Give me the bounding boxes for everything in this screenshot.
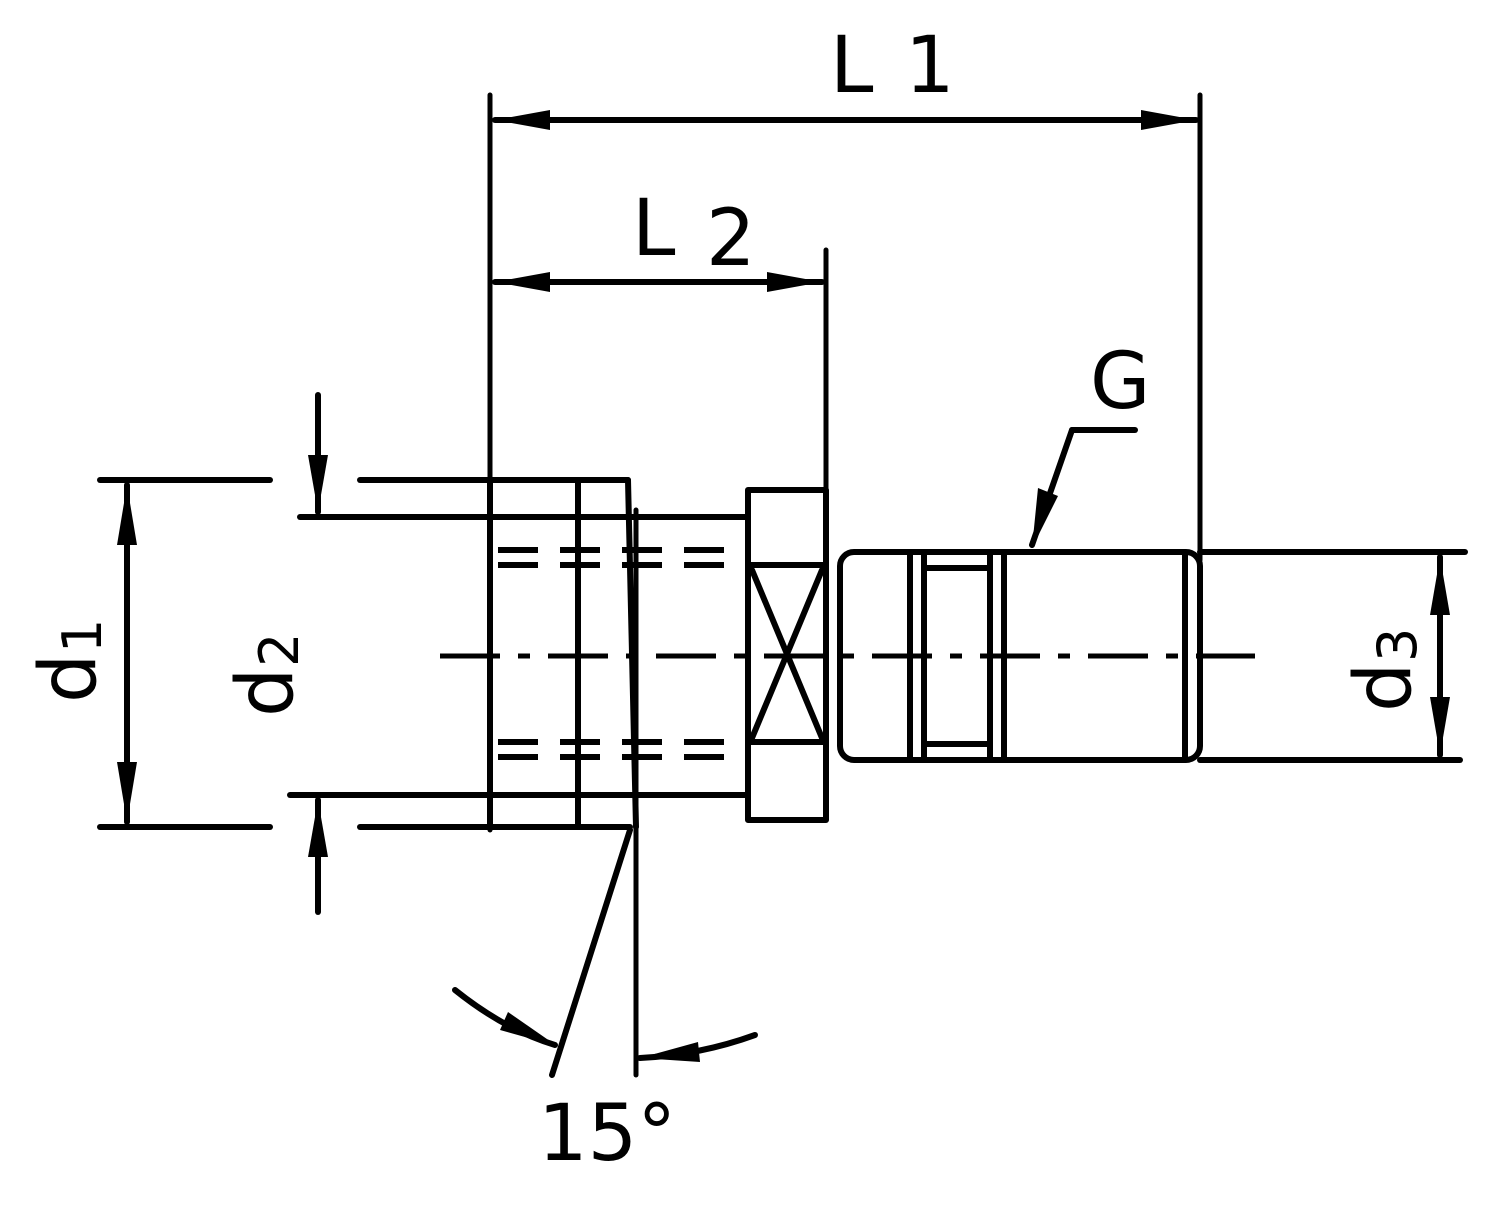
label-d1: d (24, 653, 114, 703)
label-d2: d (221, 667, 311, 717)
dimension-L1: L 1 (492, 21, 1199, 130)
label-angle: 15° (538, 1089, 676, 1179)
label-d3-sub: 3 (1366, 628, 1429, 662)
dimension-d2: d 2 (221, 392, 493, 915)
label-G: G (1090, 337, 1150, 427)
leader-G: G (1029, 337, 1150, 548)
dimension-d3: d 3 (1197, 549, 1468, 763)
label-L1-sub: 1 (905, 21, 955, 111)
dimension-L2: L 2 (492, 184, 825, 292)
label-L2: L (632, 184, 676, 274)
label-d2-sub: 2 (248, 633, 311, 667)
label-L2-sub: 2 (706, 194, 756, 284)
label-d1-sub: 1 (51, 619, 114, 653)
label-L1: L (830, 21, 874, 111)
dimension-d1: d 1 (24, 477, 273, 830)
label-d3: d (1339, 662, 1429, 712)
angle-dimension: 15° (452, 827, 758, 1179)
